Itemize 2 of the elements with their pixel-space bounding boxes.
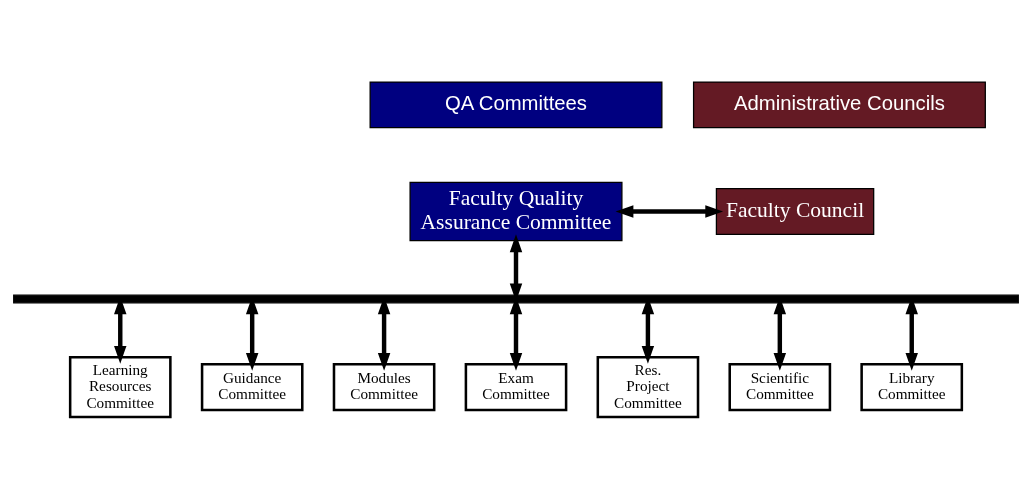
legend-label: QA Committees xyxy=(444,91,588,114)
legend-label: Administrative Councils xyxy=(734,91,945,114)
